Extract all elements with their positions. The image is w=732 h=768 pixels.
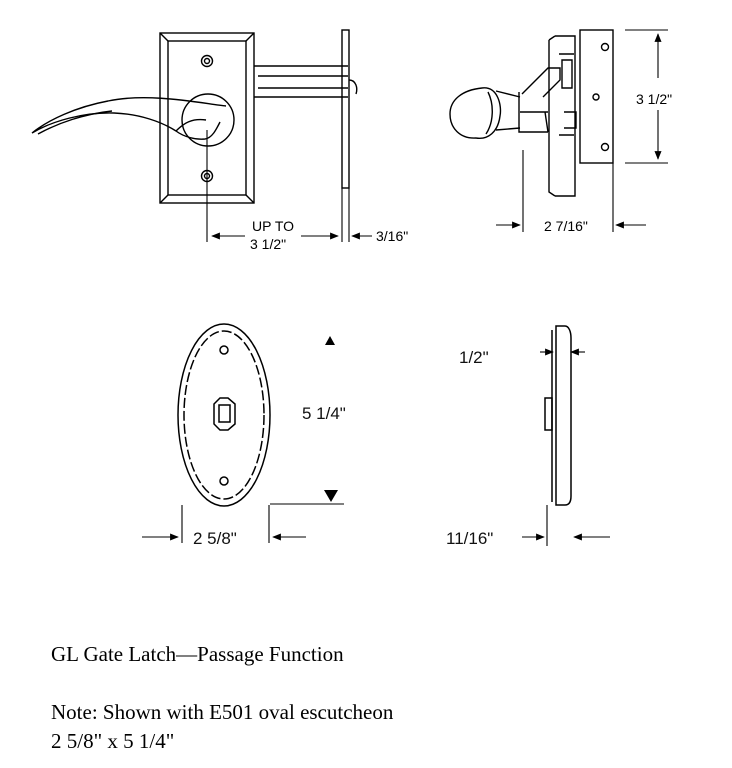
side-view-dimension-lines [496, 29, 668, 232]
projection-dim-line2: 3 1/2" [250, 236, 286, 252]
oval-height-dim: 5 1/4" [302, 404, 346, 423]
plate-height-dim: 3 1/2" [636, 91, 672, 107]
caption-note-line1: Note: Shown with E501 oval escutcheon [51, 700, 394, 724]
oval-width-dim: 2 5/8" [193, 529, 237, 548]
front-view-lever-plate [31, 29, 358, 204]
oval-height-arrow-bottom [324, 490, 338, 502]
oval-side-dimension-lines [522, 348, 610, 546]
caption-note-line2: 2 5/8" x 5 1/4" [51, 729, 175, 753]
oval-escutcheon-front [177, 323, 271, 507]
oval-depth-dim: 11/16" [446, 529, 493, 548]
oval-escutcheon-side [544, 325, 572, 506]
rose-thickness-dim: 3/16" [376, 228, 408, 244]
oval-height-arrow-top [325, 336, 335, 345]
caption-title: GL Gate Latch—Passage Function [51, 642, 344, 666]
front-view-dimension-lines [206, 130, 372, 242]
oval-front-dimension-lines [142, 503, 344, 543]
side-depth-dim: 2 7/16" [544, 218, 588, 234]
oval-edge-dim: 1/2" [459, 348, 489, 367]
side-view-latch [449, 29, 614, 197]
projection-dim-line1: UP TO [252, 218, 294, 234]
